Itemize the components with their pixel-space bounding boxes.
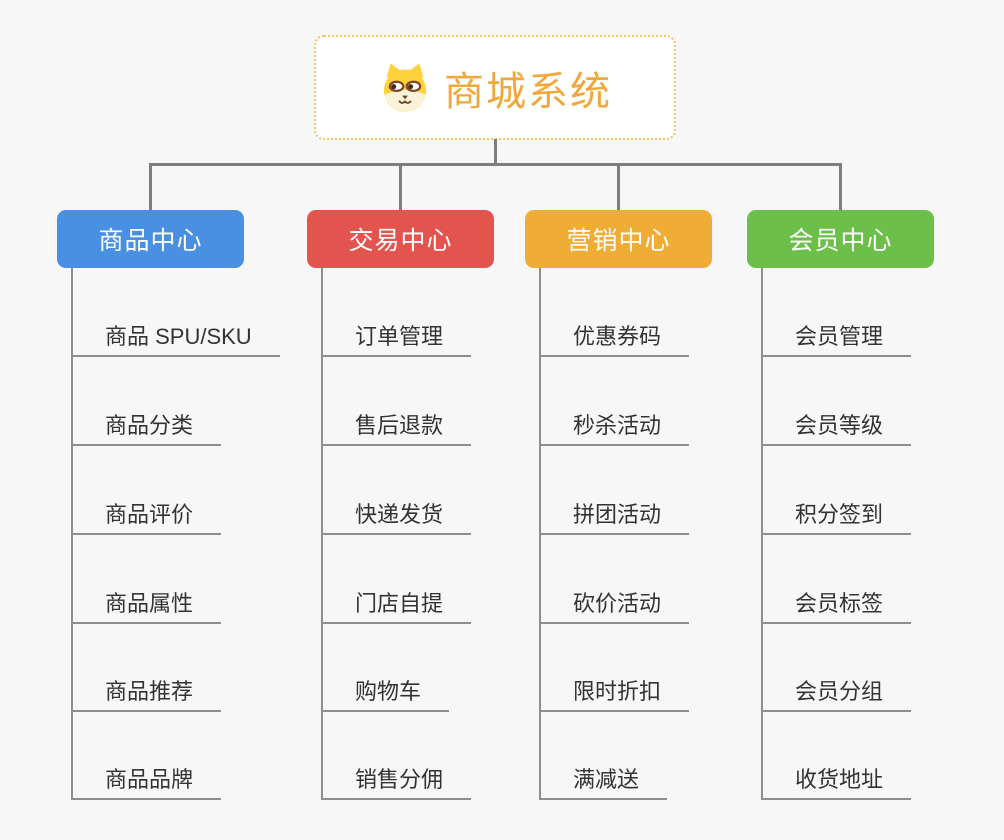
child-topic[interactable]: 商品分类 bbox=[72, 402, 222, 446]
child-topic[interactable]: 会员管理 bbox=[762, 313, 912, 357]
bus-line bbox=[149, 163, 842, 166]
drop-line-branch-1 bbox=[399, 163, 402, 210]
child-topic[interactable]: 限时折扣 bbox=[540, 668, 690, 712]
drop-line-branch-3 bbox=[839, 163, 842, 210]
child-topic[interactable]: 门店自提 bbox=[322, 580, 472, 624]
child-topic[interactable]: 售后退款 bbox=[322, 402, 472, 446]
root-stem-line bbox=[493, 139, 497, 166]
child-topic[interactable]: 购物车 bbox=[322, 668, 450, 712]
root-node-mall-system[interactable]: 商城系统 bbox=[314, 35, 676, 140]
drop-line-branch-0 bbox=[149, 163, 152, 210]
child-topic[interactable]: 商品 SPU/SKU bbox=[72, 313, 280, 357]
child-topic[interactable]: 秒杀活动 bbox=[540, 402, 690, 446]
child-topic[interactable]: 商品品牌 bbox=[72, 756, 222, 800]
child-topic[interactable]: 订单管理 bbox=[322, 313, 472, 357]
child-topic[interactable]: 会员标签 bbox=[762, 580, 912, 624]
child-topic[interactable]: 销售分佣 bbox=[322, 756, 472, 800]
child-topic[interactable]: 砍价活动 bbox=[540, 580, 690, 624]
root-title: 商城系统 bbox=[444, 69, 612, 114]
dog-face-icon bbox=[383, 63, 427, 112]
branch-header-2[interactable]: 营销中心 bbox=[525, 210, 712, 268]
child-topic[interactable]: 积分签到 bbox=[762, 491, 912, 535]
child-topic[interactable]: 快递发货 bbox=[322, 491, 472, 535]
child-topic[interactable]: 拼团活动 bbox=[540, 491, 690, 535]
child-topic[interactable]: 商品推荐 bbox=[72, 668, 222, 712]
child-topic[interactable]: 会员分组 bbox=[762, 668, 912, 712]
child-topic[interactable]: 会员等级 bbox=[762, 402, 912, 446]
child-topic[interactable]: 商品属性 bbox=[72, 580, 222, 624]
drop-line-branch-2 bbox=[617, 163, 620, 210]
child-topic[interactable]: 满减送 bbox=[540, 756, 668, 800]
branch-header-3[interactable]: 会员中心 bbox=[747, 210, 934, 268]
child-topic[interactable]: 优惠券码 bbox=[540, 313, 690, 357]
branch-header-1[interactable]: 交易中心 bbox=[307, 210, 494, 268]
child-topic[interactable]: 商品评价 bbox=[72, 491, 222, 535]
branch-header-0[interactable]: 商品中心 bbox=[57, 210, 244, 268]
child-topic[interactable]: 收货地址 bbox=[762, 756, 912, 800]
